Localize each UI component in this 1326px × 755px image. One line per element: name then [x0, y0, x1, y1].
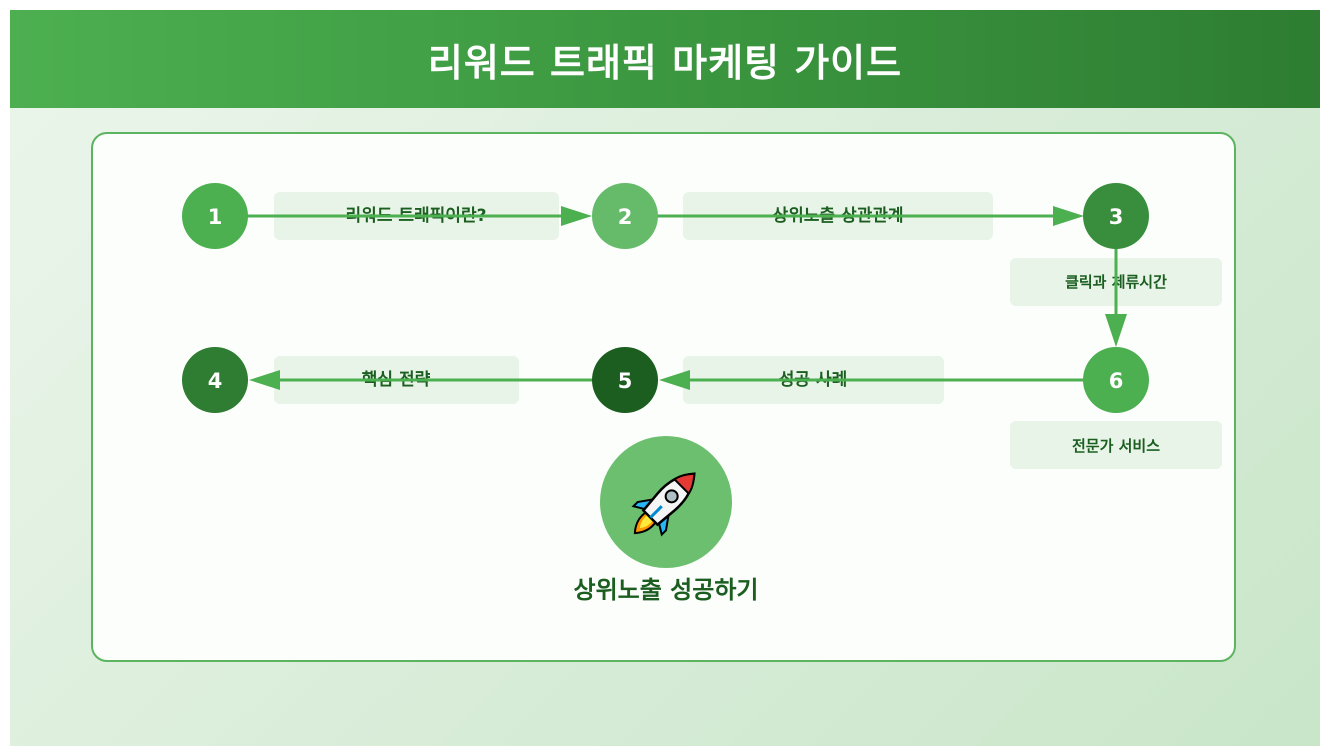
step-number-4: 4 [208, 369, 223, 393]
arrow-6-to-5-head [659, 370, 690, 390]
arrow-5-to-4-head [249, 370, 280, 390]
label-expert-service: 전문가 서비스 [1072, 437, 1160, 455]
flow-panel: 리워드 트래픽이란? 상위노출 상관관계 클릭과 체류시간 핵심 전략 성공 사… [91, 132, 1236, 662]
step-number-3: 3 [1109, 205, 1124, 229]
rocket-icon [631, 472, 696, 537]
step-number-6: 6 [1109, 369, 1124, 393]
header-banner: 리워드 트래픽 마케팅 가이드 [10, 10, 1320, 108]
arrow-1-to-2-head [561, 206, 592, 226]
step-circle-4 [182, 347, 248, 413]
step-number-1: 1 [208, 205, 223, 229]
step-circle-2 [592, 183, 658, 249]
step-circle-1 [182, 183, 248, 249]
step-circle-5 [592, 347, 658, 413]
goal-text: 상위노출 성공하기 [574, 576, 759, 604]
arrow-2-to-3-head [1053, 206, 1084, 226]
label-box-expert-service [1010, 421, 1222, 469]
step-number-2: 2 [618, 205, 633, 229]
step-circle-3 [1083, 183, 1149, 249]
step-circle-6 [1083, 347, 1149, 413]
arrow-3-to-6-head [1105, 314, 1127, 347]
diagram-canvas: 리워드 트래픽 마케팅 가이드 리워드 트래픽이란? 상위노출 상관관계 클릭과… [10, 10, 1320, 746]
page-title: 리워드 트래픽 마케팅 가이드 [427, 40, 903, 85]
flow-diagram: 리워드 트래픽이란? 상위노출 상관관계 클릭과 체류시간 핵심 전략 성공 사… [182, 183, 1222, 604]
step-number-5: 5 [618, 369, 633, 393]
